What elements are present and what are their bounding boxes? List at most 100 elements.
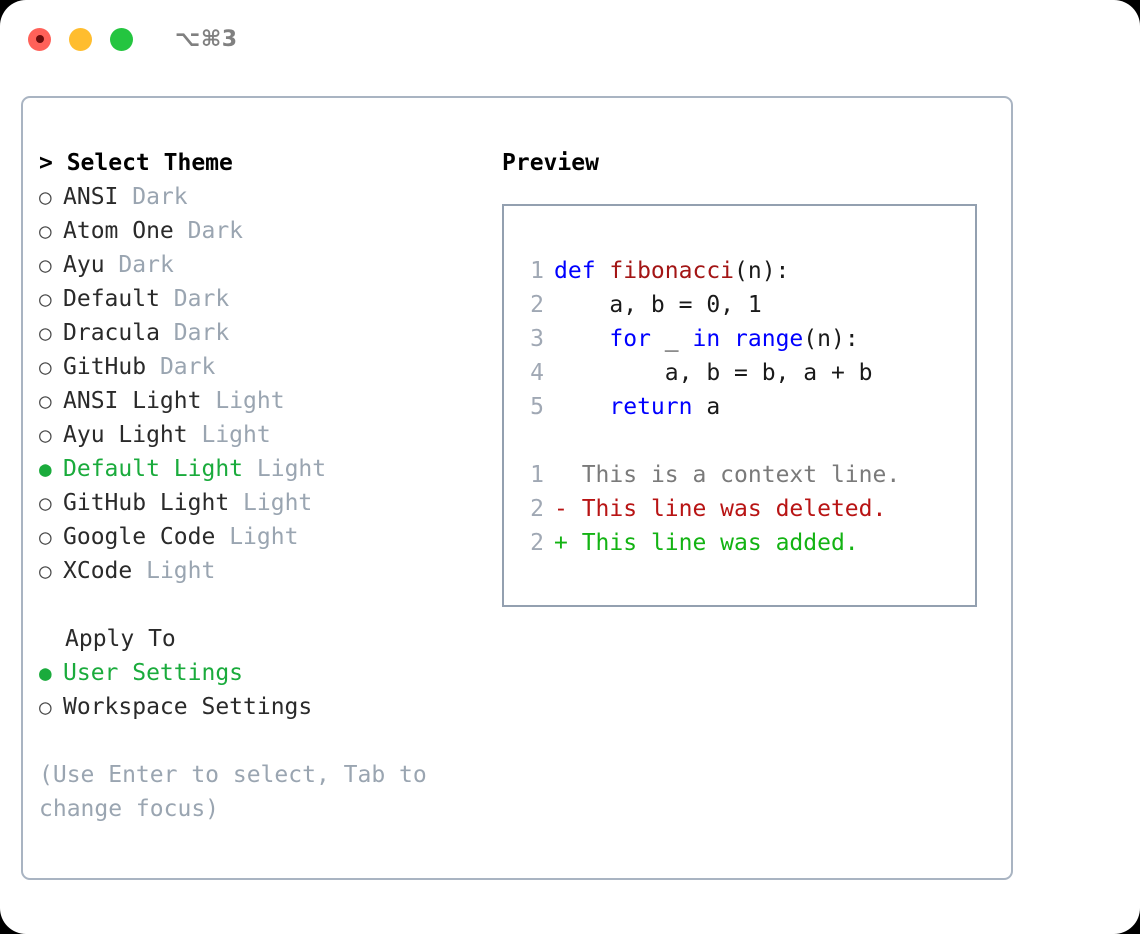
minimize-button[interactable] (69, 27, 92, 51)
label-tag-gap (229, 486, 243, 520)
radio-unselected-icon: ○ (39, 287, 52, 311)
label-tag-gap (160, 316, 174, 350)
theme-option-default-light[interactable]: ●Default Light Light (39, 452, 479, 486)
apply-to-option-workspace-settings[interactable]: ○ Workspace Settings (39, 690, 479, 724)
radio-unselected-icon: ○ (39, 525, 52, 549)
theme-option-label: GitHub Light (63, 490, 230, 516)
label-tag-gap (105, 248, 119, 282)
theme-option-atom-one[interactable]: ○Atom One Dark (39, 214, 479, 248)
theme-option-tag: Light (243, 490, 313, 516)
theme-option-default[interactable]: ○ Default Dark (39, 282, 479, 316)
code-token-kw: def (554, 258, 610, 284)
theme-option-label: ANSI Light (63, 388, 202, 414)
theme-option-list: ○ANSI Dark○Atom One Dark○Ayu Dark○Defaul… (39, 180, 479, 588)
code-token-pl (554, 394, 609, 420)
diff-text: This line was deleted. (567, 496, 887, 522)
diff-marker (554, 462, 568, 488)
diff-line-number: 1 (530, 462, 544, 488)
theme-option-tag: Light (256, 456, 327, 482)
theme-option-label: Default (63, 286, 160, 312)
label-tag-gap (188, 418, 202, 452)
radio-unselected-icon: ○ (39, 253, 52, 277)
theme-option-label: Google Code (63, 524, 216, 550)
code-line: 1 def fibonacci(n): (504, 254, 975, 288)
radio-unselected-icon: ○ (39, 559, 52, 583)
preview-header: Preview (502, 150, 599, 176)
theme-option-tag: Light (201, 422, 271, 448)
theme-option-label: ANSI (63, 184, 119, 210)
label-tag-gap (243, 452, 257, 486)
theme-option-label: Default Light (63, 456, 244, 482)
code-token-pl: a, b = 0, 1 (554, 292, 762, 318)
traffic-light-group (28, 27, 133, 51)
code-line: 3 for _ in range(n): (504, 322, 975, 356)
theme-option-github-light[interactable]: ○ GitHub Light Light (39, 486, 479, 520)
select-theme-header: > Select Theme (39, 150, 233, 176)
label-tag-gap (174, 214, 188, 248)
theme-option-dracula[interactable]: ○Dracula Dark (39, 316, 479, 350)
apply-to-option-label: Workspace Settings (63, 694, 313, 720)
keyboard-shortcut-label: ⌥⌘3 (175, 26, 238, 52)
label-tag-gap (146, 350, 160, 384)
theme-option-tag: Dark (159, 354, 216, 380)
label-tag-gap (215, 520, 229, 554)
apply-to-option-label: User Settings (63, 660, 244, 686)
code-line-number: 1 (530, 258, 544, 284)
theme-option-label: Ayu (63, 252, 105, 278)
theme-option-tag: Light (146, 558, 216, 584)
theme-option-label: Dracula (63, 320, 160, 346)
theme-option-ayu-light[interactable]: ○ Ayu Light Light (39, 418, 479, 452)
code-line-number: 5 (530, 394, 544, 420)
theme-option-github[interactable]: ○ GitHub Dark (39, 350, 479, 384)
diff-text: This is a context line. (567, 462, 901, 488)
main-panel: > Select Theme ○ANSI Dark○Atom One Dark○… (21, 96, 1013, 880)
diff-line-number: 2 (530, 530, 544, 556)
theme-option-label: Ayu Light (63, 422, 188, 448)
apply-to-option-user-settings[interactable]: ● User Settings (39, 656, 479, 690)
hint-spacer (39, 724, 479, 758)
theme-option-ansi-light[interactable]: ○ANSI Light Light (39, 384, 479, 418)
theme-option-google-code[interactable]: ○Google Code Light (39, 520, 479, 554)
radio-unselected-icon: ○ (39, 423, 52, 447)
theme-option-tag: Dark (132, 184, 188, 210)
theme-option-tag: Dark (187, 218, 244, 244)
diff-line: 2- This line was deleted. (504, 492, 975, 526)
code-line: 5 return a (504, 390, 975, 424)
diff-text: This line was added. (567, 530, 859, 556)
theme-option-label: GitHub (63, 354, 147, 380)
theme-option-xcode[interactable]: ○XCode Light (39, 554, 479, 588)
code-token-kw: range (734, 326, 804, 352)
code-token-pl: _ (650, 326, 693, 352)
code-line: 2 a, b = 0, 1 (504, 288, 975, 322)
theme-option-ayu[interactable]: ○Ayu Dark (39, 248, 479, 282)
diff-marker: + (554, 530, 568, 556)
code-token-pl: a, b = b, a + b (554, 360, 873, 386)
code-token-fn: fibonacci (609, 258, 735, 284)
code-token-kw: return (609, 394, 693, 420)
code-line-number: 3 (530, 326, 544, 352)
radio-selected-icon: ● (39, 661, 52, 685)
apply-to-header: Apply To (65, 626, 176, 652)
list-spacer (39, 588, 479, 622)
theme-option-tag: Dark (173, 286, 230, 312)
radio-unselected-icon: ○ (39, 355, 52, 379)
code-line-number: 4 (530, 360, 544, 386)
label-tag-gap (118, 180, 132, 214)
code-line-number: 2 (530, 292, 544, 318)
theme-picker-column: > Select Theme ○ANSI Dark○Atom One Dark○… (39, 146, 479, 826)
code-token-pl (720, 326, 734, 352)
zoom-button[interactable] (110, 27, 133, 51)
code-token-pl: (n): (734, 258, 790, 284)
theme-option-ansi[interactable]: ○ ANSI Dark (39, 180, 479, 214)
radio-unselected-icon: ○ (39, 695, 52, 719)
radio-unselected-icon: ○ (39, 491, 52, 515)
diff-line: 2 + This line was added. (504, 526, 975, 560)
close-button[interactable] (28, 27, 51, 51)
label-tag-gap (201, 384, 215, 418)
radio-unselected-icon: ○ (39, 219, 52, 243)
radio-unselected-icon: ○ (39, 185, 52, 209)
label-tag-gap (160, 282, 174, 316)
